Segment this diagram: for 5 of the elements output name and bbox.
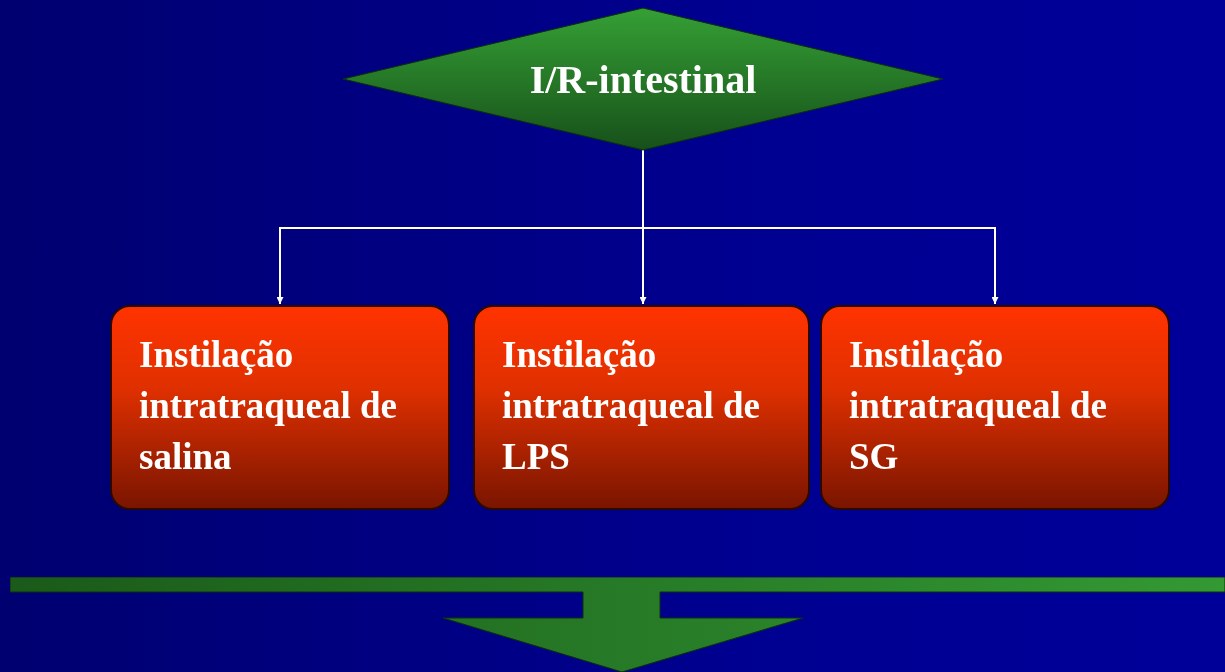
process-box: Instilação intratraqueal de salina — [110, 305, 450, 510]
process-box: Instilação intratraqueal de LPS — [473, 305, 810, 510]
diamond-label: I/R-intestinal — [529, 55, 757, 103]
process-box: Instilação intratraqueal de SG — [820, 305, 1170, 510]
block-arrow — [10, 577, 1225, 672]
